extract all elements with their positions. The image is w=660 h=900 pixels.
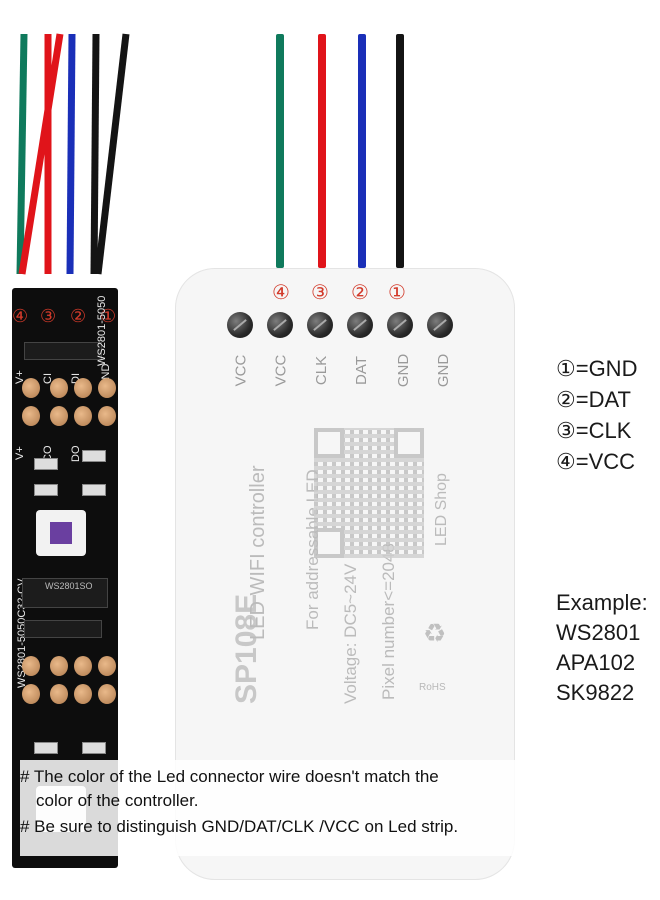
example-item-ws2801: WS2801 (556, 620, 641, 645)
strip-pad (22, 406, 40, 426)
terminal-screw-icon (227, 312, 253, 338)
strip-pad (74, 406, 92, 426)
strip-wires (16, 33, 130, 275)
example-item-apa102: APA102 (556, 650, 636, 675)
controller-marker-1: ① (388, 282, 406, 304)
strip-pad (98, 684, 116, 704)
strip-ic-top (24, 342, 102, 360)
strip-pad (50, 378, 68, 398)
strip-marker-1: ① (100, 306, 117, 326)
strip-pad (98, 656, 116, 676)
notes-overlay (20, 760, 660, 856)
recycle-icon: ♻ (423, 618, 447, 648)
strip-smd (82, 742, 106, 754)
rohs-mark: RoHS (419, 682, 446, 693)
controller-wire-green (276, 34, 284, 268)
legend-vcc: ④=VCC (556, 449, 636, 474)
strip-pad (22, 656, 40, 676)
controller-marker-3: ③ (311, 282, 329, 304)
example-title: Example: (556, 590, 648, 615)
legend-dat: ②=DAT (556, 387, 631, 412)
strip-smd (34, 742, 58, 754)
note-line-3: # Be sure to distinguish GND/DAT/CLK /VC… (20, 817, 459, 836)
strip-pad (74, 684, 92, 704)
strip-pad-label-vplus-b: V+ (14, 446, 26, 460)
strip-marker-3: ③ (40, 306, 57, 326)
strip-smd (82, 484, 106, 496)
qr-code-icon (314, 428, 424, 558)
controller-brand: LED Shop (433, 473, 450, 546)
note-line-2: color of the controller. (36, 791, 199, 810)
strip-ic-main: WS2801SO (22, 578, 108, 608)
pin-label-dat: DAT (352, 356, 370, 385)
strip-pad (50, 684, 68, 704)
pin-label-vcc-1: VCC (232, 354, 250, 387)
pin-label-gnd-1: GND (395, 353, 413, 388)
strip-pad (50, 406, 68, 426)
strip-smd (34, 458, 58, 470)
terminal-screw-icon (267, 312, 293, 338)
strip-pad (74, 378, 92, 398)
strip-smd (82, 450, 106, 462)
strip-marker-2: ② (70, 306, 87, 326)
pin-label-gnd-2: GND (435, 353, 453, 388)
example-item-sk9822: SK9822 (556, 680, 635, 705)
strip-marker-4: ④ (12, 306, 29, 326)
strip-pad (74, 656, 92, 676)
pin-label-vcc-2: VCC (272, 354, 290, 387)
strip-chip-text: WS2801SO (45, 581, 93, 591)
terminal-screw-icon (307, 312, 333, 338)
controller-line-voltage: Voltage: DC5~24V (341, 563, 360, 704)
controller-marker-4: ④ (272, 282, 290, 304)
strip-pad (98, 378, 116, 398)
controller-wire-black (396, 34, 404, 268)
pin-label-clk: CLK (313, 355, 331, 386)
strip-pad (22, 378, 40, 398)
note-line-1: # The color of the Led connector wire do… (20, 767, 439, 786)
legend-clk: ③=CLK (556, 418, 632, 443)
strip-pad (98, 406, 116, 426)
strip-pad-label-do: DO (70, 445, 82, 463)
strip-pad (22, 684, 40, 704)
terminal-screw-icon (427, 312, 453, 338)
strip-ic-lower (24, 620, 102, 638)
controller-marker-2: ② (351, 282, 369, 304)
strip-rgb-led (36, 510, 86, 556)
strip-smd (34, 484, 58, 496)
controller-title: LED WIFI controller (247, 465, 269, 640)
terminal-screw-icon (387, 312, 413, 338)
controller-line-pixel: Pixel number<=2048 (379, 543, 398, 700)
legend-gnd: ①=GND (556, 356, 638, 381)
terminal-screw-icon (347, 312, 373, 338)
controller-wire-blue (358, 34, 366, 268)
strip-pad (50, 656, 68, 676)
strip-label-top: WS2801-5050 (96, 295, 108, 366)
controller-wire-red (318, 34, 326, 268)
